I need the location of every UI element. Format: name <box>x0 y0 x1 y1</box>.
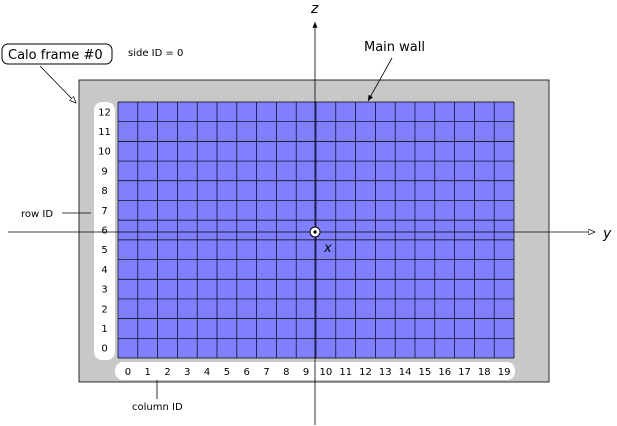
frame-label-box <box>1 43 113 65</box>
row-label: 2 <box>101 304 107 315</box>
column-label: 15 <box>419 367 432 378</box>
column-label: 10 <box>320 367 333 378</box>
main-wall-arrow <box>367 57 393 102</box>
row-label: 8 <box>101 186 107 197</box>
row-label: 3 <box>101 285 107 296</box>
row-label: 6 <box>101 226 107 237</box>
column-label: 19 <box>498 367 511 378</box>
main-wall-grid <box>117 101 515 359</box>
row-label: 5 <box>101 245 107 256</box>
column-label: 16 <box>438 367 451 378</box>
column-label: 5 <box>224 367 230 378</box>
row-id-label: row ID <box>21 209 53 220</box>
column-label: 0 <box>125 367 131 378</box>
column-label: 6 <box>244 367 250 378</box>
column-label: 14 <box>399 367 412 378</box>
column-label: 12 <box>359 367 372 378</box>
column-label: 8 <box>283 367 289 378</box>
column-label: 3 <box>184 367 190 378</box>
column-label: 7 <box>263 367 269 378</box>
frame-label-arrow <box>39 65 76 103</box>
side-id-label: side ID = 0 <box>128 48 183 59</box>
frame-label: Calo frame #0 <box>8 48 103 63</box>
row-label: 0 <box>101 344 107 355</box>
x-axis-dot-icon <box>313 230 317 234</box>
row-label: 10 <box>98 147 111 158</box>
z-axis-label: z <box>310 1 319 17</box>
column-label: 4 <box>204 367 210 378</box>
column-id-label: column ID <box>132 402 183 413</box>
main-wall-label: Main wall <box>364 40 425 55</box>
column-label: 11 <box>339 367 352 378</box>
column-label: 9 <box>303 367 309 378</box>
row-label: 7 <box>101 206 107 217</box>
row-label: 1 <box>101 324 107 335</box>
x-axis-label: x <box>323 241 332 256</box>
row-label: 12 <box>98 107 111 118</box>
y-axis-label: y <box>602 226 612 242</box>
row-label: 11 <box>98 127 111 138</box>
column-label: 18 <box>478 367 491 378</box>
row-label-strip <box>94 102 115 360</box>
row-label: 9 <box>101 166 107 177</box>
column-label: 2 <box>164 367 170 378</box>
column-label: 17 <box>458 367 471 378</box>
column-label: 13 <box>379 367 392 378</box>
row-label: 4 <box>101 265 107 276</box>
column-label: 1 <box>145 367 151 378</box>
